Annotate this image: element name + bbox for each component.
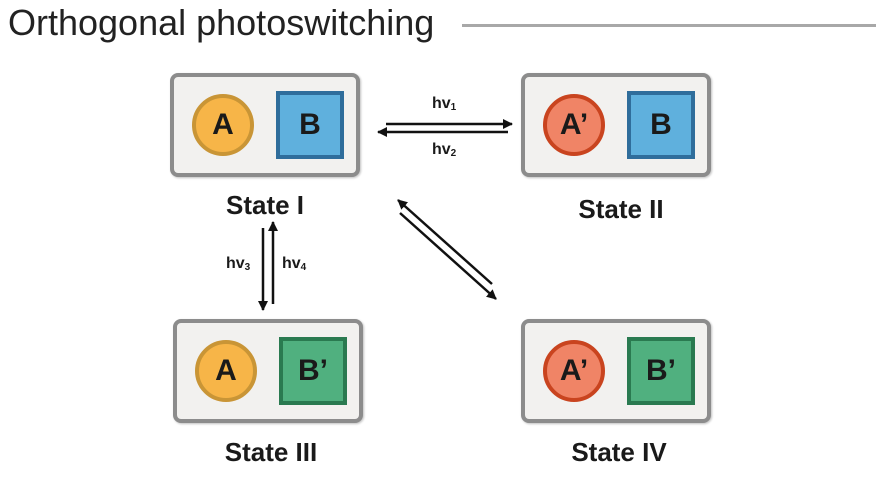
circle-a: A xyxy=(192,94,254,156)
arrow-state1-to-state4 xyxy=(399,212,497,300)
label-hv2: hv2 xyxy=(432,141,456,159)
circle-a-prime: A’ xyxy=(543,340,605,402)
label-hv1-base: hv xyxy=(432,95,451,112)
state-box-2: A’ B xyxy=(521,73,711,177)
square-b: B xyxy=(276,91,344,159)
square-b-prime: B’ xyxy=(279,337,347,405)
label-hv3-base: hv xyxy=(226,255,245,272)
state-box-1: A B xyxy=(170,73,360,177)
label-hv2-base: hv xyxy=(432,141,451,158)
label-hv3: hv3 xyxy=(226,255,250,273)
square-b: B xyxy=(627,91,695,159)
label-hv4-sub: 4 xyxy=(300,262,307,273)
state-label-1: State I xyxy=(225,190,305,220)
state-box-3: A B’ xyxy=(173,319,363,423)
label-hv4: hv4 xyxy=(282,255,306,273)
state-box-4: A’ B’ xyxy=(521,319,711,423)
label-hv1-sub: 1 xyxy=(450,102,457,113)
state-label-2: State II xyxy=(578,194,664,224)
square-b-prime: B’ xyxy=(627,337,695,405)
circle-a-prime: A’ xyxy=(543,94,605,156)
circle-a: A xyxy=(195,340,257,402)
label-hv2-sub: 2 xyxy=(450,148,457,159)
label-hv4-base: hv xyxy=(282,255,301,272)
diagram-title: Orthogonal photoswitching xyxy=(8,2,435,43)
label-hv1: hv1 xyxy=(432,95,456,113)
title-rule xyxy=(462,24,876,27)
label-hv3-sub: 3 xyxy=(244,262,251,273)
arrow-state4-to-state1 xyxy=(397,199,493,285)
state-label-3: State III xyxy=(224,437,318,467)
state-label-4: State IV xyxy=(571,437,667,467)
